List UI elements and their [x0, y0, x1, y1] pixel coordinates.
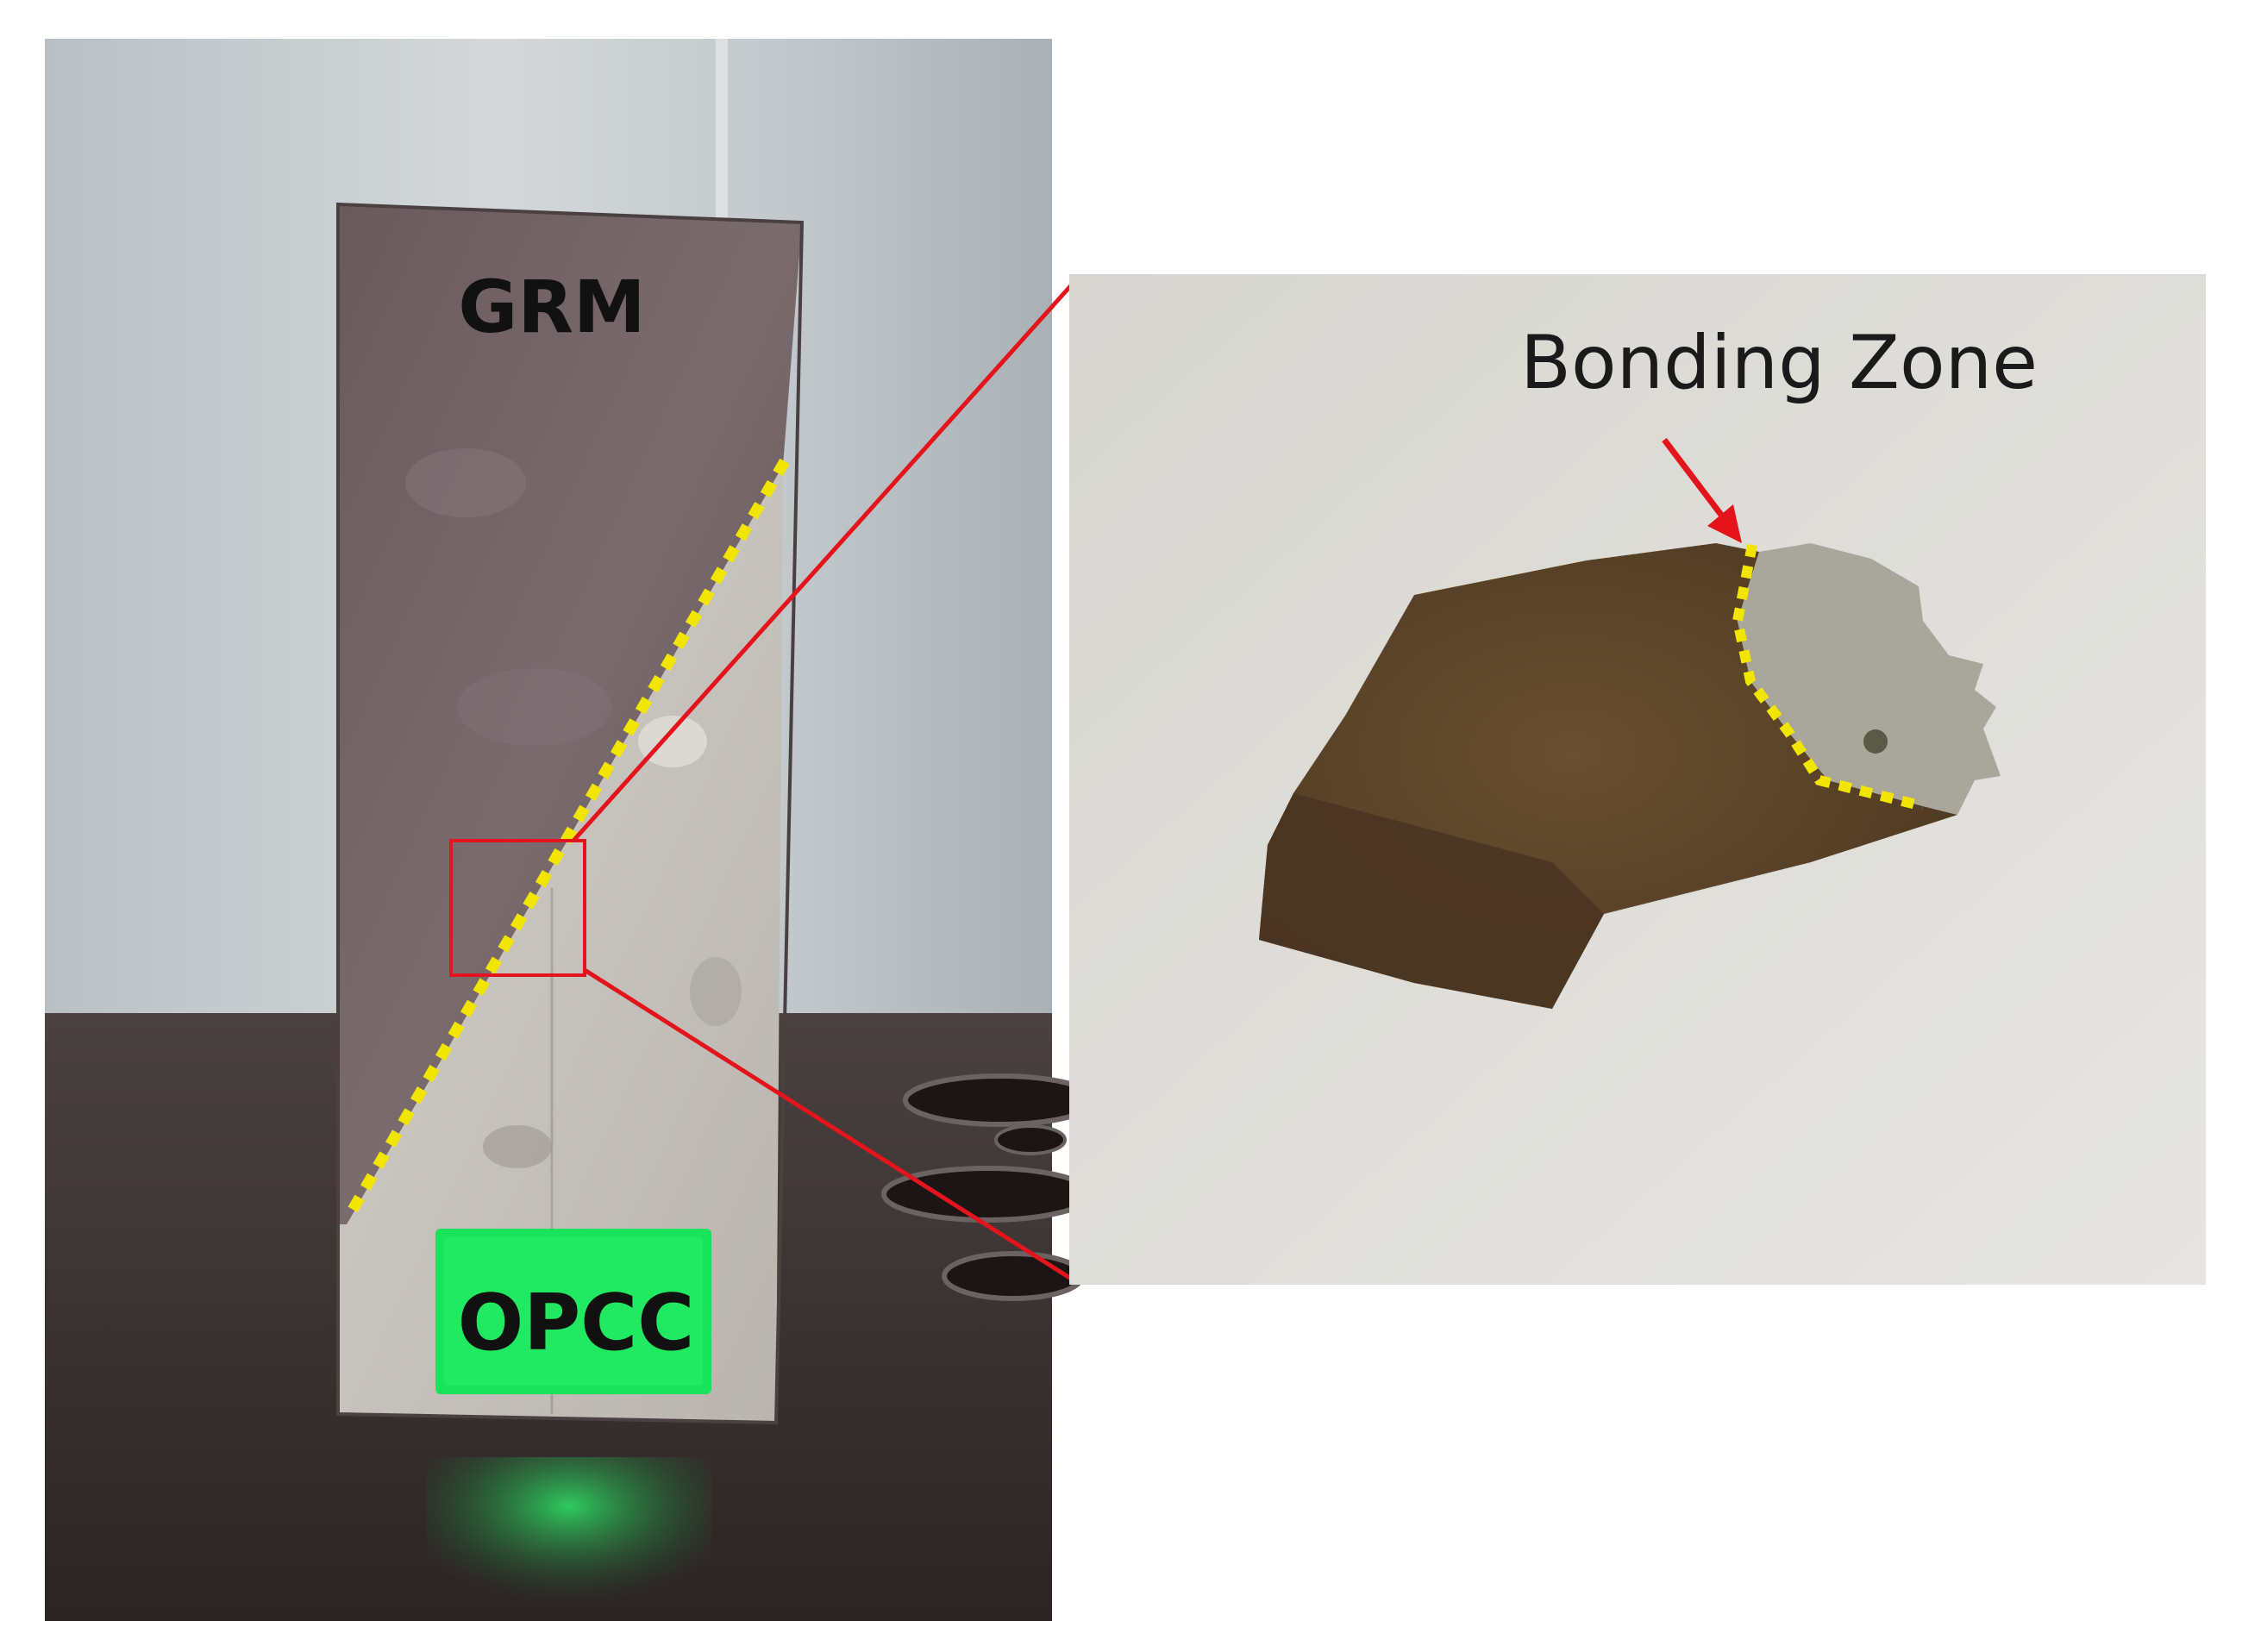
specimen-photo: GRM OPCC	[45, 39, 1098, 1621]
zoom-connector-line	[583, 967, 1080, 1286]
opcc-label: OPCC	[458, 1278, 695, 1368]
interface-line	[344, 458, 790, 1219]
specimen-prism	[336, 202, 805, 1425]
zoomed-fragment-photo: Bonding Zone	[1069, 274, 2206, 1285]
zoom-region-box	[449, 839, 586, 977]
table-hole	[881, 1166, 1093, 1223]
fragment-pore	[1863, 729, 1888, 754]
zoom-connector-line	[572, 283, 1074, 842]
surface-spot	[457, 668, 612, 746]
table-hole	[994, 1124, 1067, 1155]
label-sticker-highlight	[444, 1237, 703, 1386]
bonding-zone-label: Bonding Zone	[1520, 320, 2038, 406]
opcc-region	[338, 466, 783, 1423]
fragment-grm-face	[1259, 793, 1604, 1009]
grm-region	[338, 204, 802, 1224]
surface-spot	[405, 448, 526, 517]
surface-spot	[690, 957, 742, 1026]
callout-arrow-head	[1707, 504, 1742, 543]
callout-arrow-shaft	[1662, 437, 1729, 524]
label-reflection	[427, 1457, 711, 1621]
surface-spot	[483, 1125, 552, 1168]
table-hole	[942, 1251, 1085, 1301]
prism-outline	[336, 202, 805, 1425]
surface-spot	[638, 716, 707, 767]
table-hole	[903, 1073, 1098, 1127]
grm-label: GRM	[458, 265, 645, 349]
